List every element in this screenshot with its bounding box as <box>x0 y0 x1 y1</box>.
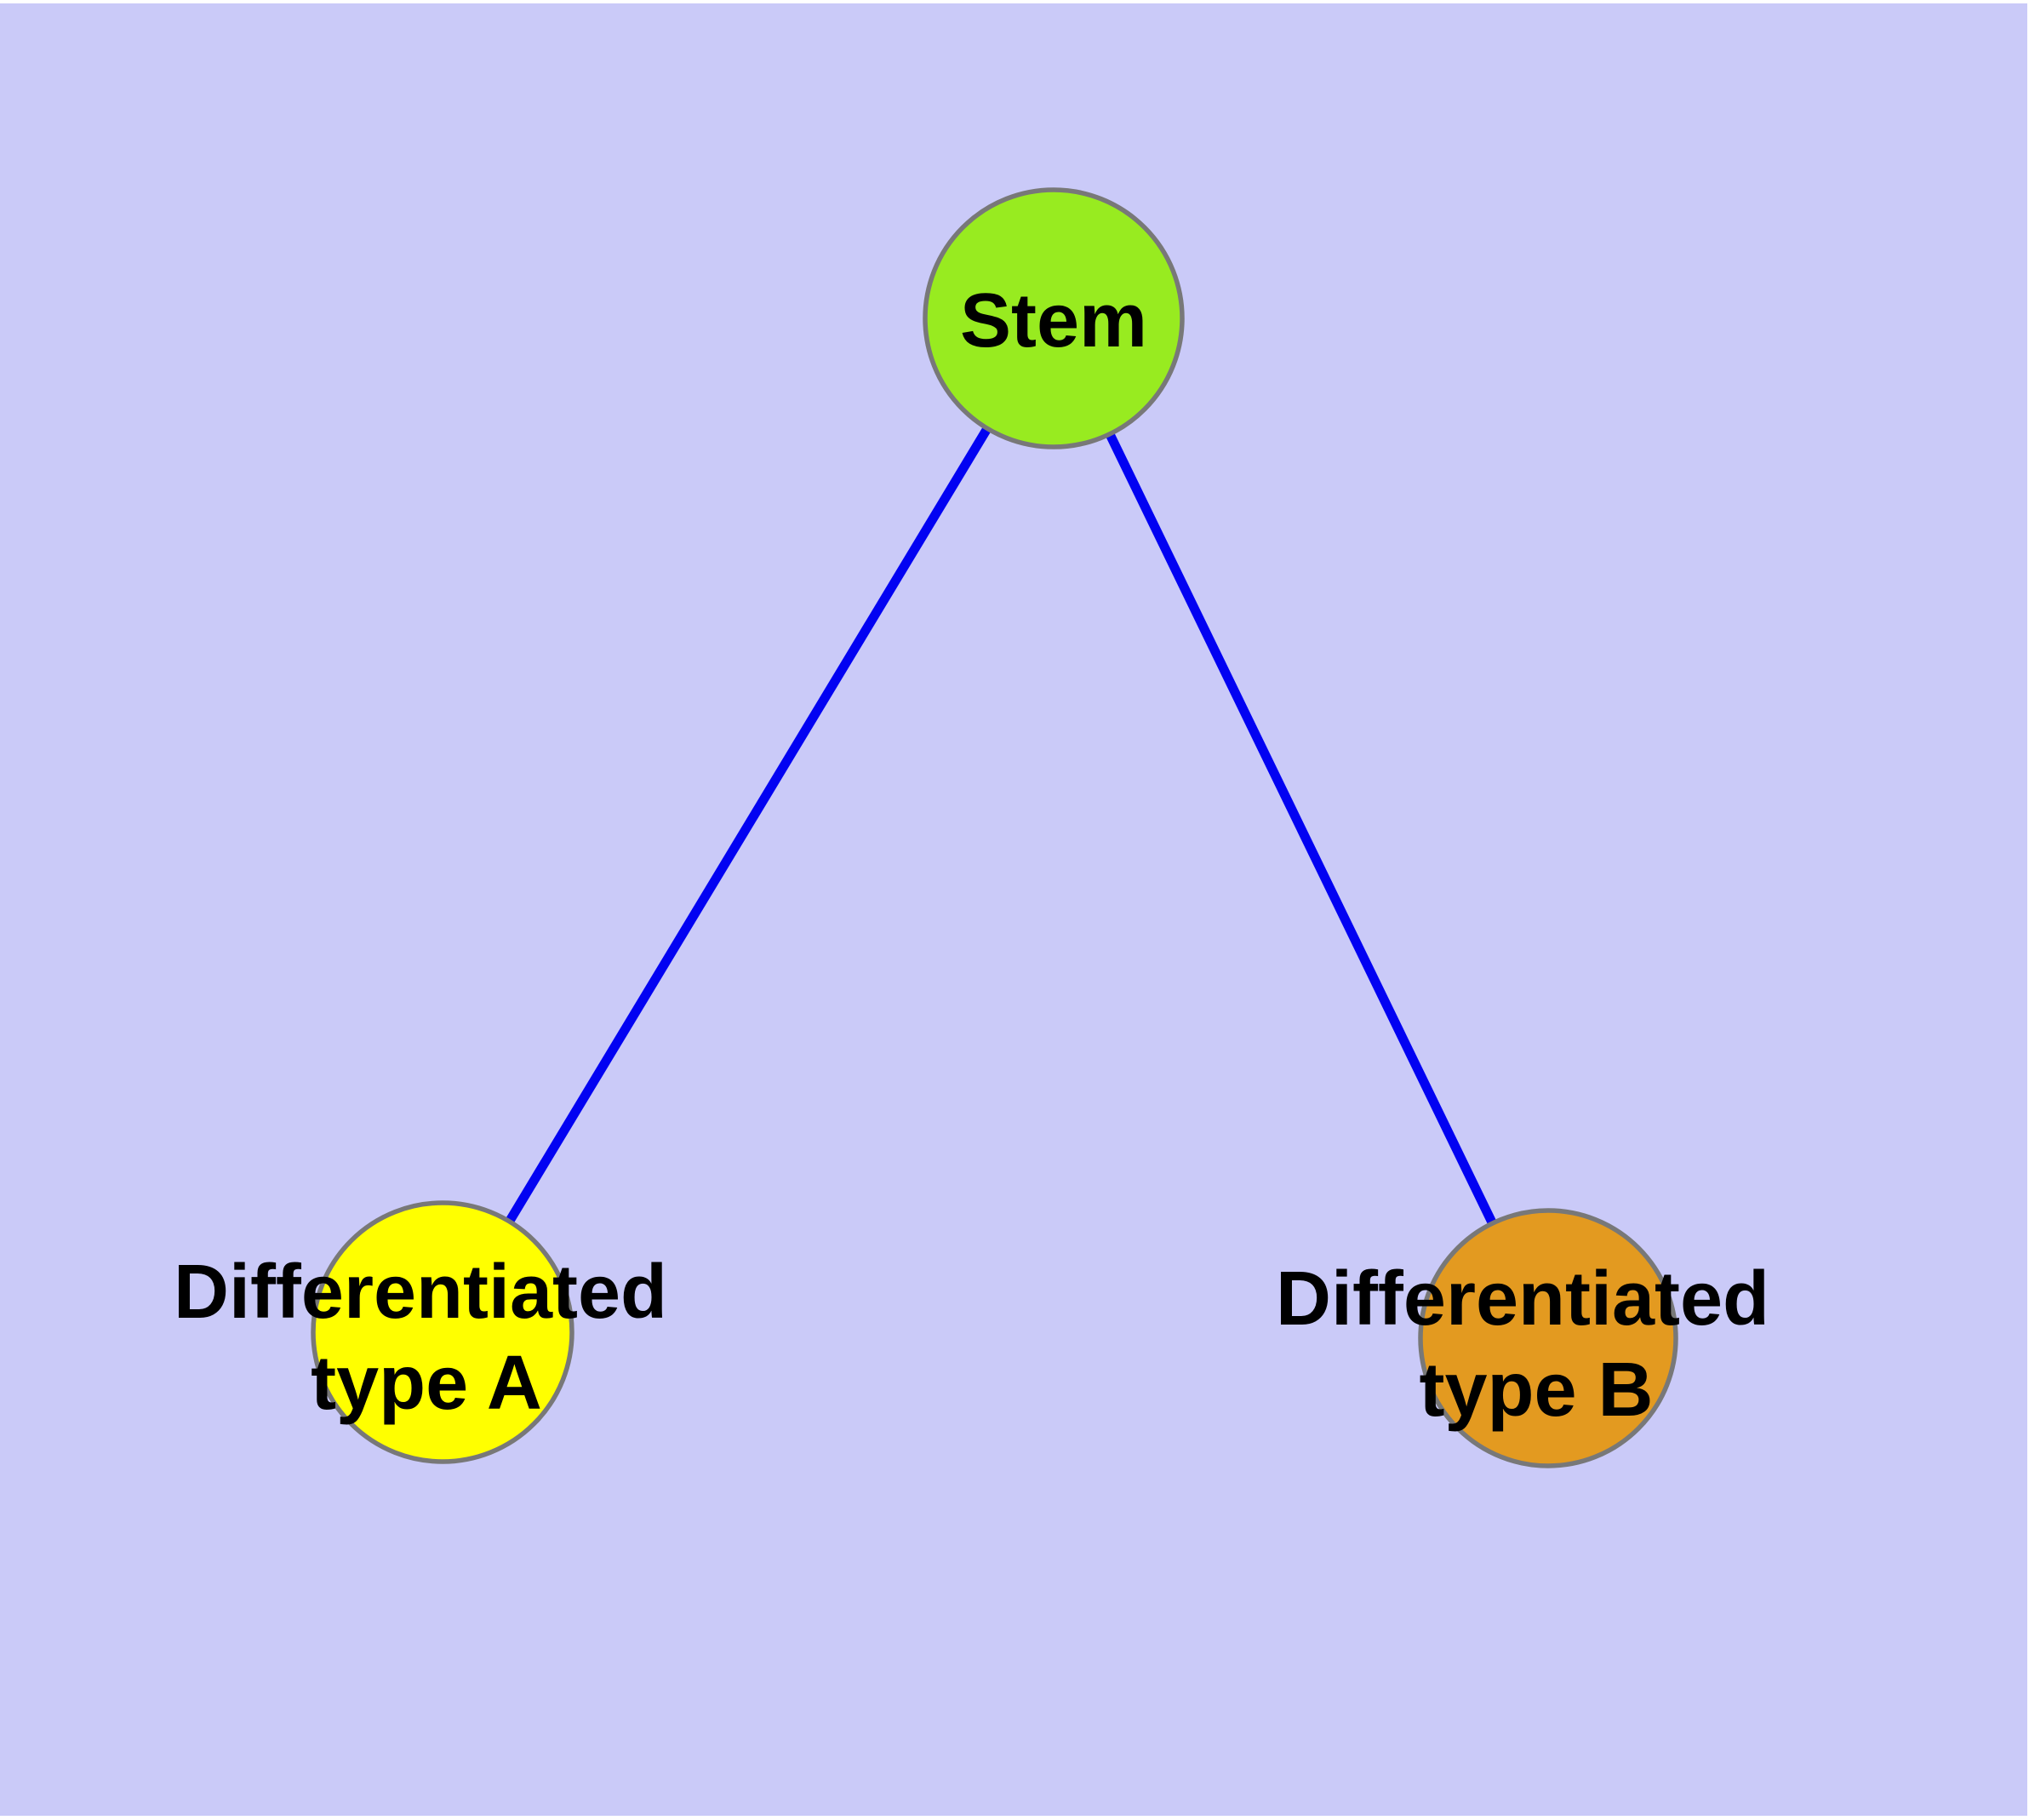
node-differentiated-type-b: Differentiated type B <box>1276 1208 1769 1468</box>
node-differentiated-type-a-label-line1: Differentiated <box>174 1250 667 1335</box>
edge-group <box>438 316 1552 1341</box>
node-differentiated-type-b-circle <box>1418 1208 1678 1468</box>
node-differentiated-type-b-label-line1: Differentiated <box>1276 1256 1769 1342</box>
bottom-margin-strip <box>0 1816 2029 1820</box>
node-differentiated-type-a-label-line2: type A <box>311 1341 542 1426</box>
right-margin-strip <box>2027 0 2029 1820</box>
top-margin-strip <box>0 0 2029 3</box>
node-stem-circle <box>923 187 1185 449</box>
node-differentiated-type-a: Differentiated type A <box>174 1200 667 1464</box>
node-differentiated-type-a-circle <box>311 1200 574 1464</box>
node-differentiated-type-b-label-line2: type B <box>1419 1348 1653 1433</box>
node-stem: Stem <box>923 187 1185 449</box>
edge-stem-to-type-a <box>438 316 1058 1335</box>
node-stem-label: Stem <box>960 278 1147 363</box>
edge-stem-to-type-b <box>1049 316 1552 1341</box>
